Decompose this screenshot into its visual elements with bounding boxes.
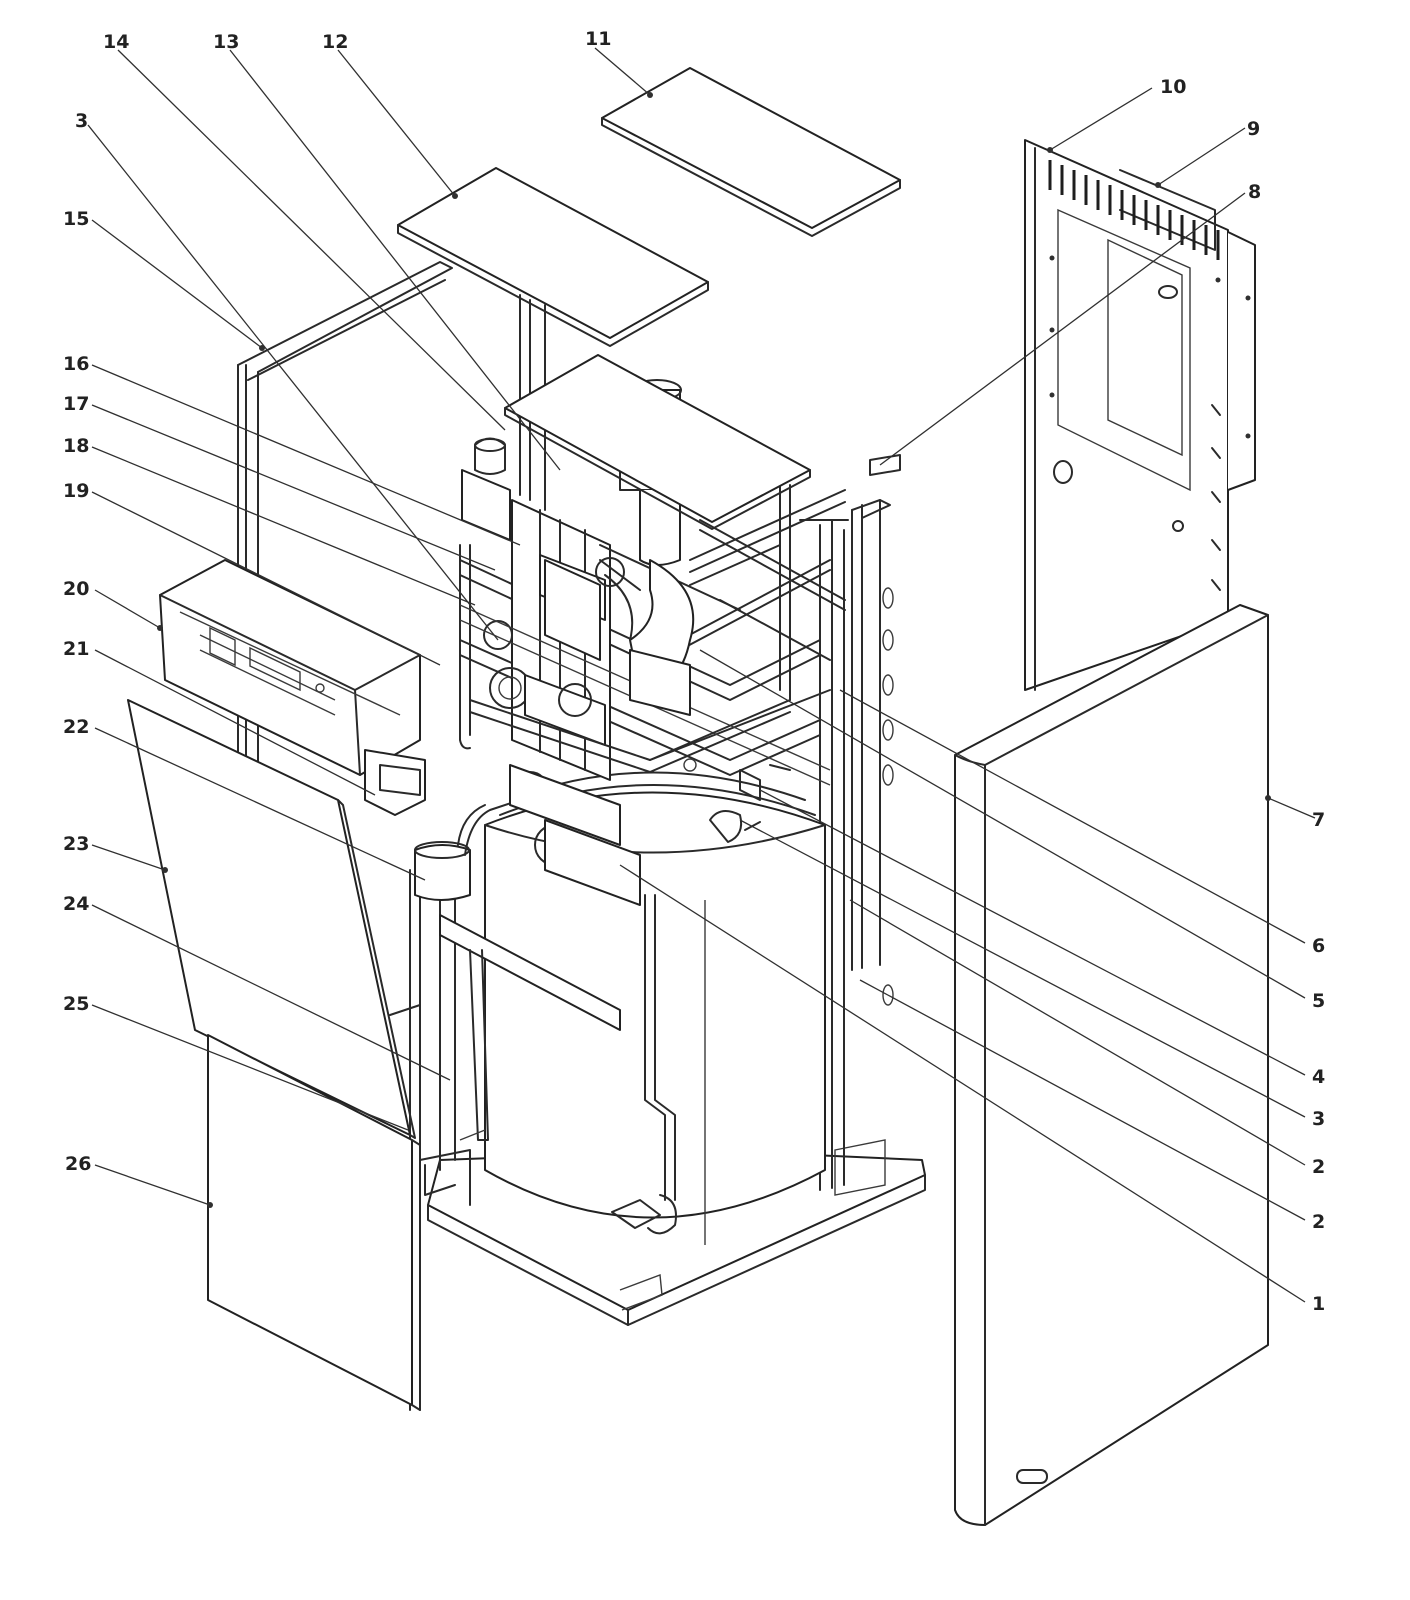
callout-4: 4 xyxy=(1312,1066,1325,1088)
callout-24: 24 xyxy=(63,893,89,915)
rear-bracket xyxy=(439,914,621,1141)
callout-20: 20 xyxy=(63,578,89,600)
callout-2a: 2 xyxy=(1312,1156,1325,1178)
callout-9: 9 xyxy=(1247,118,1260,140)
callout-6: 6 xyxy=(1312,935,1325,957)
callout-21: 21 xyxy=(63,638,89,660)
callout-3-right: 3 xyxy=(1312,1108,1325,1130)
callout-labels: 14 13 12 11 10 9 8 3 15 16 17 18 19 20 2… xyxy=(63,28,1325,1315)
callout-14: 14 xyxy=(103,31,129,53)
top-panel-12 xyxy=(397,167,709,347)
hot-water-cylinder xyxy=(484,771,826,1245)
callout-13: 13 xyxy=(213,31,239,53)
right-side-panel xyxy=(954,604,1269,1526)
top-inner-panel xyxy=(504,354,811,530)
callout-2b: 2 xyxy=(1312,1211,1325,1233)
callout-5: 5 xyxy=(1312,990,1325,1012)
callout-15: 15 xyxy=(63,208,89,230)
callout-22: 22 xyxy=(63,716,89,738)
callout-17: 17 xyxy=(63,393,89,415)
callout-10: 10 xyxy=(1160,76,1186,98)
callout-18: 18 xyxy=(63,435,89,457)
callout-16: 16 xyxy=(63,353,89,375)
callout-7: 7 xyxy=(1312,809,1325,831)
control-panel xyxy=(159,559,426,816)
callout-19: 19 xyxy=(63,480,89,502)
expansion-vessel xyxy=(414,799,521,901)
callout-11: 11 xyxy=(585,28,611,50)
callout-3-left: 3 xyxy=(75,110,88,132)
top-panel-11 xyxy=(601,67,901,237)
callout-1: 1 xyxy=(1312,1293,1325,1315)
lower-frame xyxy=(389,1004,486,1206)
callout-26: 26 xyxy=(65,1153,91,1175)
callout-12: 12 xyxy=(322,31,348,53)
callout-8: 8 xyxy=(1248,181,1261,203)
pump-assembly xyxy=(459,437,846,906)
right-side-rail xyxy=(851,454,901,1006)
leader-lines xyxy=(87,47,1316,1303)
back-panel xyxy=(1024,139,1256,691)
callout-23: 23 xyxy=(63,833,89,855)
callout-25: 25 xyxy=(63,993,89,1015)
